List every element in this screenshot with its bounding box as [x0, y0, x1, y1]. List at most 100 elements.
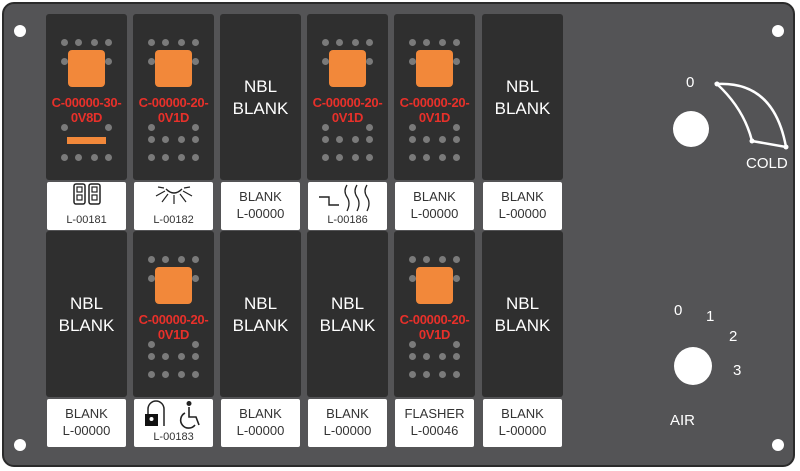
led-indicator	[416, 267, 453, 304]
led-rocker-switch[interactable]: C-00000-20-0V1D	[307, 14, 388, 180]
air-knob[interactable]	[674, 347, 712, 385]
led-rocker-switch[interactable]: C-00000-20-0V1D	[394, 14, 475, 180]
led-rocker-switch[interactable]: C-00000-30-0V8D	[46, 14, 127, 180]
led-rocker-switch[interactable]: C-00000-20-0V1D	[394, 231, 475, 397]
legend-id: L-00186	[327, 214, 368, 226]
indicator-dots	[148, 256, 199, 263]
part-code: C-00000-20-0V1D	[138, 312, 209, 342]
led-rocker-switch[interactable]: C-00000-20-0V1D	[133, 231, 214, 397]
light-icon	[134, 183, 213, 208]
legend-title: BLANK	[239, 189, 282, 204]
legend-id: L-00000	[236, 206, 285, 221]
indicator-dots	[148, 136, 199, 143]
indicator-dots	[409, 256, 460, 263]
legend-title: FLASHER	[404, 406, 465, 421]
switch-legend-label: L-00181	[47, 182, 126, 230]
switch-legend-label: L-00182	[134, 182, 213, 230]
dual-lock-icon	[47, 183, 126, 208]
legend-title: BLANK	[65, 406, 108, 421]
led-indicator	[155, 50, 192, 87]
switch-legend-label: BLANK L-00000	[221, 182, 300, 230]
led-rocker-switch[interactable]: C-00000-20-0V1D	[133, 14, 214, 180]
indicator-dots	[148, 39, 199, 46]
legend-title: BLANK	[239, 406, 282, 421]
mount-hole	[14, 439, 26, 451]
indicator-dots	[61, 154, 112, 161]
legend-id: L-00000	[323, 423, 372, 438]
indicator-dots	[409, 136, 460, 143]
temp-zero-label: 0	[686, 74, 695, 91]
indicator-dots	[409, 353, 460, 360]
temperature-knob[interactable]	[673, 111, 709, 147]
led-indicator	[155, 267, 192, 304]
air-position-0: 0	[674, 302, 683, 319]
indicator-dots	[148, 275, 199, 282]
switch-legend-label: BLANK L-00000	[308, 399, 387, 447]
indicator-dots	[409, 124, 460, 131]
part-code: C-00000-20-0V1D	[399, 95, 470, 125]
legend-id: L-00182	[153, 214, 194, 226]
indicator-dots	[409, 341, 460, 348]
cold-label: COLD	[746, 155, 788, 172]
heat-icon	[308, 183, 387, 216]
legend-title: BLANK	[413, 189, 456, 204]
led-indicator	[329, 50, 366, 87]
mount-hole	[772, 25, 784, 37]
indicator-dots	[148, 124, 199, 131]
legend-title: BLANK	[326, 406, 369, 421]
indicator-dots	[148, 341, 199, 348]
indicator-dots	[148, 58, 199, 65]
indicator-dots	[61, 39, 112, 46]
indicator-dots	[322, 58, 373, 65]
mount-hole	[14, 25, 26, 37]
indicator-dots	[409, 154, 460, 161]
lock-wheelchair-icon	[134, 400, 213, 433]
switch-legend-label: L-00183	[134, 399, 213, 447]
legend-title: BLANK	[501, 406, 544, 421]
legend-id: L-00181	[66, 214, 107, 226]
air-position-2: 2	[729, 328, 738, 345]
switch-legend-label: BLANK L-00000	[483, 182, 562, 230]
indicator-dots	[148, 371, 199, 378]
part-code: C-00000-30-0V8D	[51, 95, 122, 125]
indicator-dots	[61, 124, 112, 131]
legend-title: BLANK	[501, 189, 544, 204]
air-position-3: 3	[733, 362, 742, 379]
led-indicator	[68, 50, 105, 87]
part-code: C-00000-20-0V1D	[312, 95, 383, 125]
indicator-dots	[322, 124, 373, 131]
air-label: AIR	[670, 412, 696, 429]
indicator-dots	[409, 371, 460, 378]
switch-legend-label: L-00186	[308, 182, 387, 230]
indicator-dots	[148, 353, 199, 360]
switch-legend-label: BLANK L-00000	[47, 399, 126, 447]
cold-range-arc-icon	[714, 81, 789, 150]
legend-id: L-00046	[410, 423, 459, 438]
indicator-dots	[409, 39, 460, 46]
switch-legend-label: FLASHER L-00046	[395, 399, 474, 447]
indicator-dots	[409, 275, 460, 282]
part-code: C-00000-20-0V1D	[138, 95, 209, 125]
led-bar-indicator	[67, 137, 106, 144]
indicator-dots	[148, 154, 199, 161]
legend-id: L-00183	[153, 431, 194, 443]
legend-id: L-00000	[498, 206, 547, 221]
indicator-dots	[322, 39, 373, 46]
legend-id: L-00000	[62, 423, 111, 438]
